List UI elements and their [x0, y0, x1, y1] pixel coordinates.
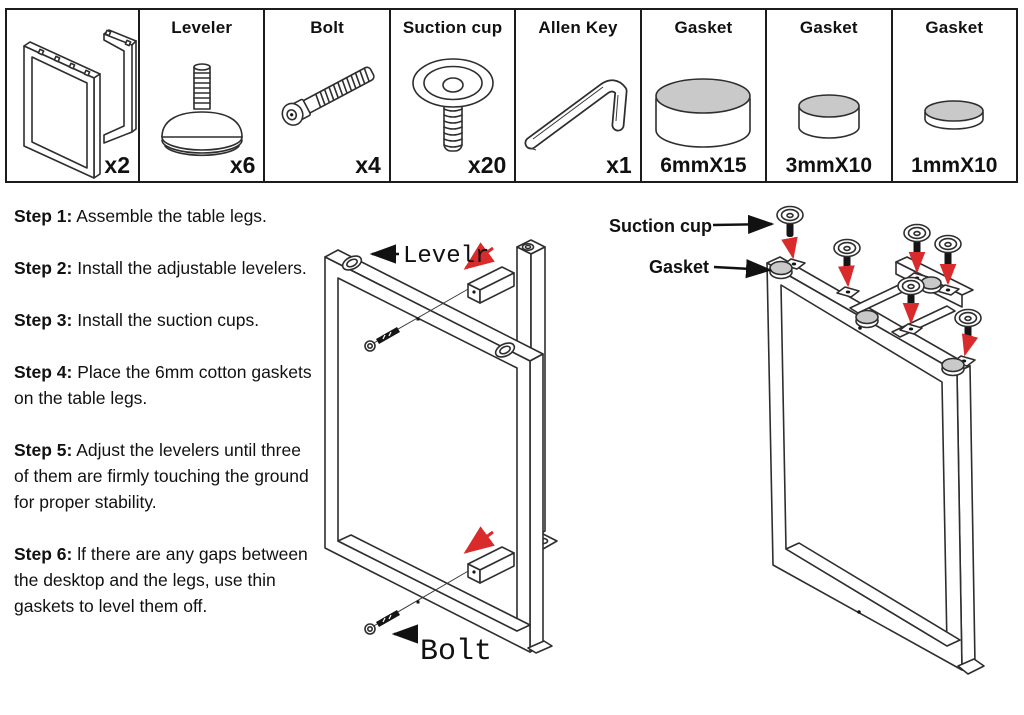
part-cell-gasket-6mm: Gasket 6mmX15 — [639, 10, 765, 181]
part-qty: x1 — [606, 152, 632, 178]
suction-cup-item — [934, 234, 962, 286]
suction-cup-label: Suction cup — [609, 216, 712, 236]
part-label: Leveler — [171, 18, 233, 37]
leveler-label: Levelr — [403, 243, 489, 270]
step-3: Step 3: Install the suction cups. — [14, 310, 260, 330]
part-qty: x4 — [355, 152, 381, 178]
part-qty: 3mmX10 — [785, 154, 873, 177]
part-label: Gasket — [674, 18, 733, 37]
allen-key-icon — [516, 38, 639, 181]
part-cell-gasket-1mm: Gasket 1mmX10 — [890, 10, 1016, 181]
part-label: Gasket — [925, 18, 984, 37]
leg-frame — [324, 249, 553, 654]
part-qty: 6mmX15 — [660, 154, 747, 177]
step-5: Step 5: Adjust the levelers until three … — [14, 440, 309, 512]
part-cell-table-leg: x2 — [7, 10, 138, 181]
red-arrow-bottom — [463, 526, 495, 554]
part-label: Gasket — [799, 18, 858, 37]
bolt-label: Bolt — [420, 635, 492, 669]
suction-cup-item — [954, 308, 982, 357]
part-cell-gasket-3mm: Gasket 3mmX10 — [765, 10, 890, 181]
table-leg-frame-icon — [7, 10, 138, 181]
red-arrow-top — [463, 242, 495, 270]
leveler-hole — [341, 255, 363, 271]
suction-cups — [776, 205, 982, 357]
suction-install-diagram: Suction cup Gasket — [600, 200, 1024, 705]
part-label: Allen Key — [538, 18, 618, 37]
suction-cup-pointer-arrow — [712, 214, 775, 235]
assembled-leg-frame — [766, 256, 985, 675]
leveler-icon — [140, 38, 263, 181]
suction-cup-icon — [391, 38, 514, 181]
part-qty: x2 — [104, 152, 130, 178]
bolt-guide-top — [364, 287, 471, 352]
bolt-guide-bottom — [364, 569, 471, 635]
gasket-medium-icon — [767, 38, 890, 181]
suction-cup-item — [903, 223, 931, 274]
suction-cup-item — [833, 238, 861, 288]
parts-table: x2 Leveler — [5, 8, 1018, 183]
part-qty: 1mmX10 — [911, 154, 998, 177]
part-label: Bolt — [310, 18, 345, 37]
part-cell-bolt: Bolt x4 — [263, 10, 388, 181]
part-cell-allen-key: Allen Key x1 — [514, 10, 639, 181]
leveler-hole — [494, 342, 516, 358]
gasket-small-icon — [893, 38, 1016, 181]
part-cell-leveler: Leveler x6 — [138, 10, 263, 181]
part-qty: x6 — [229, 152, 256, 178]
step-1: Step 1: Assemble the table legs. — [14, 206, 267, 226]
suction-cup-item — [897, 276, 925, 325]
step-4: Step 4: Place the 6mm cotton gaskets on … — [14, 362, 312, 408]
gasket-large-icon — [642, 38, 765, 181]
instruction-steps: Step 1: Assemble the table legs. Step 2:… — [14, 203, 314, 645]
step-2: Step 2: Install the adjustable levelers. — [14, 258, 307, 278]
gasket-label: Gasket — [649, 257, 709, 277]
bolt-icon — [265, 10, 388, 181]
part-label: Suction cup — [402, 18, 503, 37]
step-6: Step 6: lf there are any gaps between th… — [14, 544, 308, 616]
gasket-pointer-arrow — [713, 259, 773, 279]
cross-block-top — [467, 266, 515, 304]
leg-assembly-diagram: Levelr Bolt — [300, 200, 600, 705]
suction-cup-item — [776, 205, 804, 260]
part-cell-suction-cup: Suction cup x20 — [388, 10, 514, 181]
part-qty: x20 — [467, 152, 507, 178]
